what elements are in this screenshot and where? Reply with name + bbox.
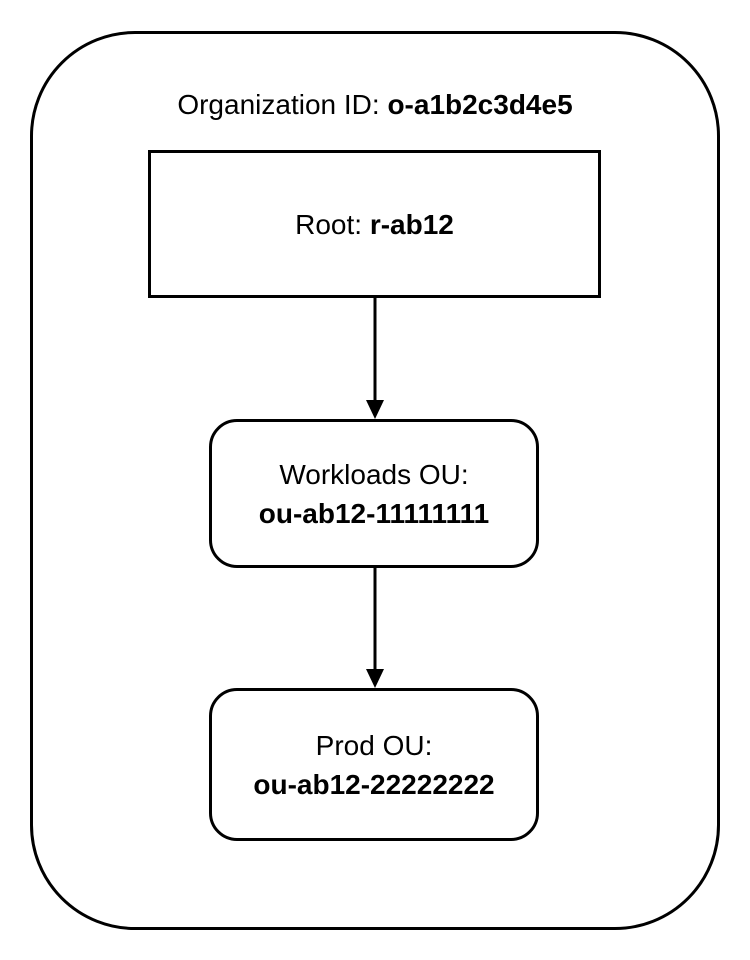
prod-ou-label: Prod OU: (315, 729, 433, 761)
prod-ou-id-value: ou-ab12-22222222 (253, 768, 495, 800)
arrow-workloads-to-prod (366, 566, 384, 688)
organization-id-title: Organization ID: o-a1b2c3d4e5 (0, 88, 750, 122)
workloads-ou-label: Workloads OU: (279, 458, 469, 490)
organization-id-value: o-a1b2c3d4e5 (387, 89, 573, 120)
workloads-ou-node: Workloads OU: ou-ab12-11111111 (209, 419, 539, 568)
organization-id-label: Organization ID: (177, 89, 388, 120)
root-label: Root: (295, 208, 370, 240)
workloads-ou-id-value: ou-ab12-11111111 (258, 497, 490, 529)
root-node: Root: r-ab12 (148, 150, 601, 298)
root-node-text: Root: r-ab12 (295, 205, 454, 244)
prod-ou-node: Prod OU: ou-ab12-22222222 (209, 688, 539, 841)
root-id-value: r-ab12 (369, 208, 454, 240)
arrow-root-to-workloads (366, 297, 384, 419)
